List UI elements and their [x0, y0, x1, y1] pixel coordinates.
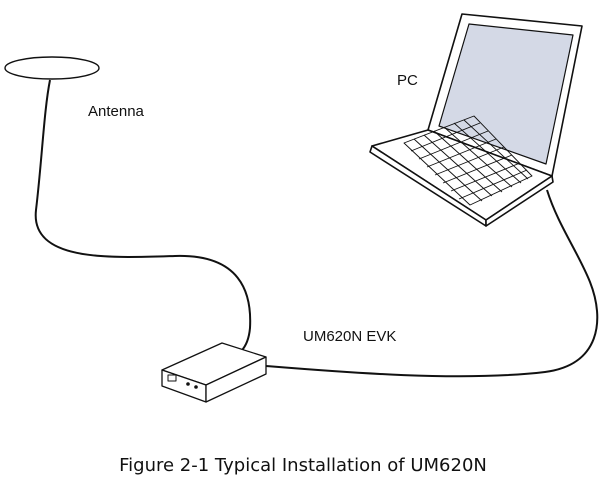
evk-box-icon	[161, 342, 267, 403]
antenna-dish-icon	[4, 56, 100, 80]
antenna-cable	[34, 79, 252, 363]
pc-label: PC	[397, 72, 418, 89]
pc-cable	[265, 189, 599, 378]
evk-label: UM620N EVK	[303, 328, 397, 345]
laptop-icon	[369, 13, 583, 227]
antenna-label: Antenna	[88, 103, 144, 120]
figure-caption: Figure 2-1 Typical Installation of UM620…	[119, 455, 487, 476]
